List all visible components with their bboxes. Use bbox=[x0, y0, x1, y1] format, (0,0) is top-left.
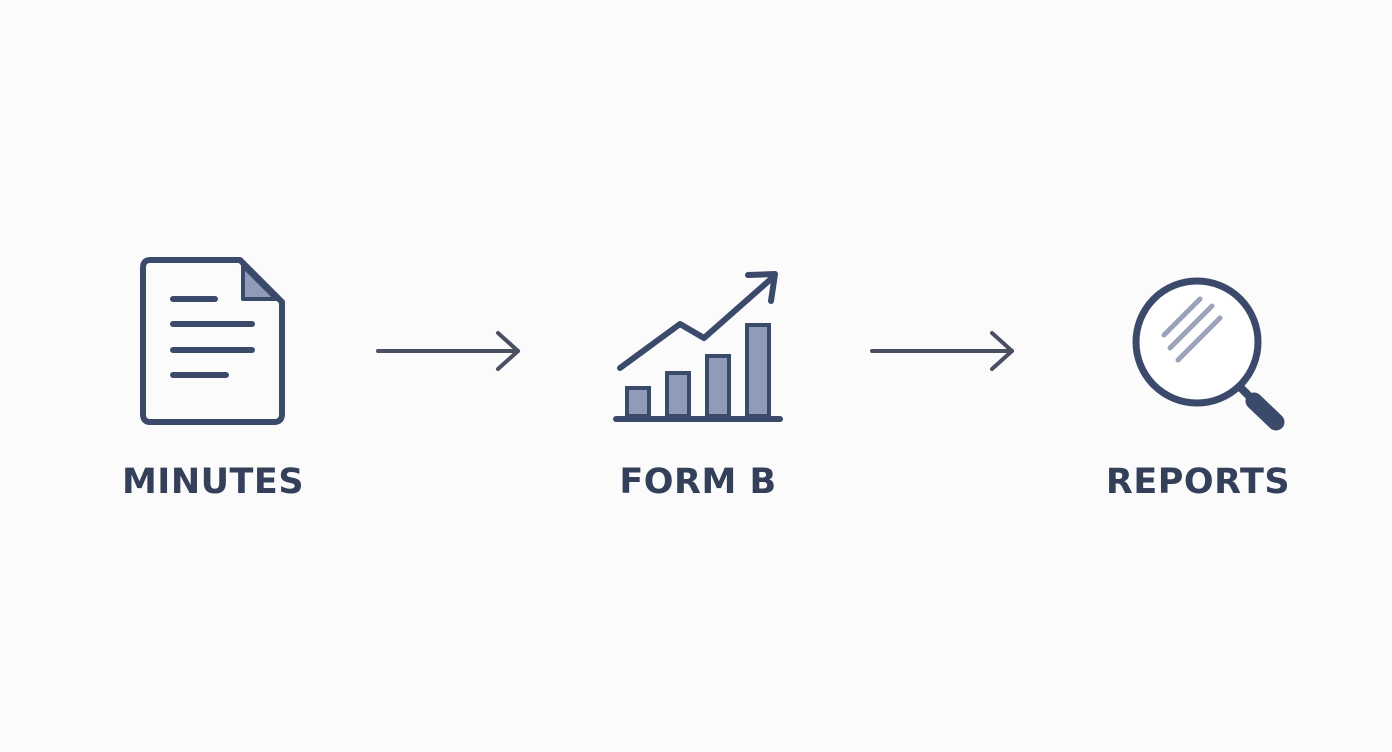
step-label-minutes: MINUTES bbox=[121, 462, 305, 502]
step-label-form-b: FORM B bbox=[619, 462, 777, 502]
bar-chart-trend-icon bbox=[612, 266, 788, 426]
document-icon bbox=[140, 256, 288, 428]
arrow-right-icon bbox=[868, 328, 1020, 378]
step-label-reports: REPORTS bbox=[1105, 462, 1291, 502]
arrow-right-icon bbox=[374, 328, 526, 378]
magnifying-glass-icon bbox=[1126, 274, 1294, 436]
